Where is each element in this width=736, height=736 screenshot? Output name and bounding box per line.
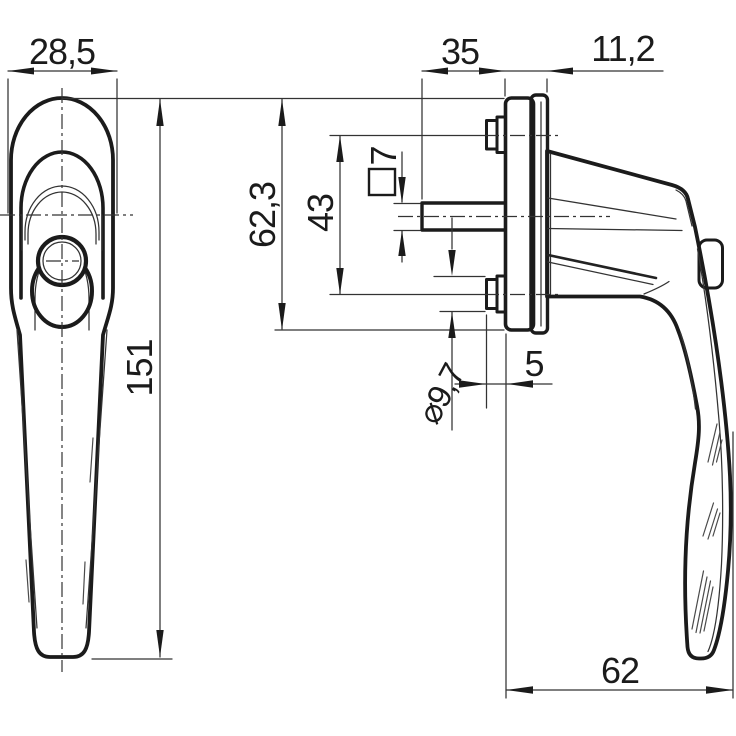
dimension-screw-spacing: 43: [300, 134, 485, 296]
dimension-label: 43: [300, 194, 341, 232]
side-plate-body: [503, 96, 536, 332]
front-taper-wall-right: [85, 329, 108, 629]
arrowhead: [91, 67, 117, 75]
side-neck-corner-inner-line: [675, 189, 693, 227]
square-section-symbol: [367, 167, 397, 197]
dimension-plate-height: 62,3: [242, 98, 505, 331]
dimension-label: 151: [119, 339, 160, 396]
arrowhead: [448, 250, 456, 276]
dimension-front-height: 151: [62, 97, 505, 660]
dimension-boss-protrusion: 5: [454, 314, 553, 409]
side-top-boss-stub: [485, 119, 499, 151]
side-neck-lower-inner-line: [547, 261, 654, 286]
front-shade-stroke: [82, 561, 86, 605]
grip-shade-stroke: [707, 423, 718, 463]
side-spindle-shaft: [420, 201, 507, 232]
side-grip-button: [697, 238, 724, 290]
dimension-label: 11,2: [591, 28, 654, 69]
grip-shade-stroke: [715, 439, 723, 463]
arrowhead: [336, 135, 344, 162]
dimension-label: 62,3: [242, 182, 283, 248]
dimension-spindle-length: 35: [421, 31, 664, 200]
arrowhead: [507, 380, 533, 388]
grip-shade-stroke: [707, 508, 719, 540]
front-outer-silhouette: [9, 96, 115, 659]
dimension-label: 35: [441, 31, 479, 72]
grip-shade-stroke: [699, 580, 712, 634]
dimension-label: 62: [601, 650, 639, 691]
dimension-label: 5: [524, 343, 543, 384]
arrowhead: [479, 67, 505, 75]
grip-shade-stroke: [703, 586, 714, 632]
side-top-boss-flange: [495, 115, 507, 154]
grip-shade-stroke: [711, 431, 721, 466]
arrowhead: [156, 99, 164, 126]
arrowhead: [422, 67, 448, 75]
arrowhead: [336, 268, 344, 295]
dimension-neck-offset: 11,2: [546, 28, 656, 93]
arrowhead: [398, 230, 406, 256]
arrowhead: [278, 99, 286, 126]
dimension-label: 28,5: [29, 31, 95, 72]
dimension-label: 7: [363, 146, 404, 165]
side-neck-mid-line: [547, 227, 683, 232]
grip-shade-stroke: [702, 502, 715, 537]
side-neck-fillet-line: [643, 280, 670, 295]
arrowhead: [706, 686, 733, 694]
side-handle-outline: [545, 149, 733, 661]
arrowhead: [448, 312, 456, 338]
arrowhead: [459, 380, 486, 388]
dimension-grip-depth: 62: [505, 333, 734, 699]
side-view: [398, 93, 733, 661]
side-neck-top-inner-line: [547, 197, 677, 220]
dimension-label: ⌀9,7: [410, 358, 472, 430]
dimension-front-width: 28,5: [7, 31, 118, 214]
grip-shade-stroke: [691, 570, 705, 630]
arrowhead: [156, 630, 164, 657]
arrowhead: [278, 303, 286, 330]
front-view: [0, 88, 133, 672]
arrowhead: [547, 67, 573, 75]
front-shade-stroke: [25, 559, 30, 603]
dimension-boss-diameter: ⌀9,7: [410, 217, 486, 431]
front-shade-stroke: [89, 437, 94, 483]
arrowhead: [398, 177, 406, 204]
side-grip-inner-right-line: [696, 248, 724, 653]
side-grip-inner-left-line: [679, 332, 697, 410]
arrowhead: [8, 67, 34, 75]
grip-shade-stroke: [695, 576, 708, 634]
arrowhead: [506, 686, 533, 694]
dimension-spindle-square: 7: [363, 146, 421, 263]
front-taper-wall-left: [16, 329, 38, 629]
grip-shade-stroke: [712, 512, 721, 537]
side-neck-lower-edge: [546, 253, 658, 280]
